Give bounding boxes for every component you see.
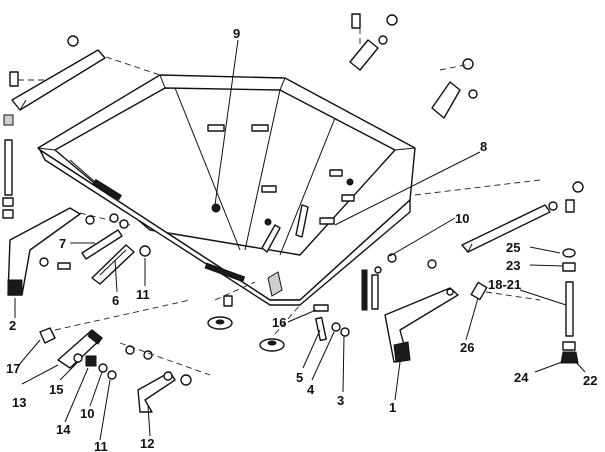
label-10-right: 10 — [455, 211, 469, 226]
hopper-body — [37, 74, 416, 306]
label-1: 1 — [389, 400, 396, 415]
label-18-21: 18-21 — [488, 277, 521, 292]
label-9: 9 — [233, 26, 240, 41]
hopper-bolts — [207, 124, 355, 226]
label-13: 13 — [12, 395, 26, 410]
label-7: 7 — [59, 236, 66, 251]
left-angle-bracket — [9, 35, 161, 111]
label-3: 3 — [337, 393, 344, 408]
label-16: 16 — [272, 315, 286, 330]
shaft-pin — [470, 281, 541, 301]
left-spring-rod — [2, 114, 14, 219]
label-10-left: 10 — [80, 406, 94, 421]
inner-links — [261, 204, 309, 253]
link-bracket — [91, 244, 135, 285]
label-12: 12 — [140, 436, 154, 451]
label-15: 15 — [49, 382, 63, 397]
right-hinge-arm — [384, 287, 459, 363]
label-11-bottom: 11 — [94, 439, 108, 452]
label-8: 8 — [480, 139, 487, 154]
label-11-top: 11 — [136, 287, 150, 302]
upright-rods — [361, 253, 437, 311]
right-spring-rod — [560, 248, 579, 364]
leader-lines — [14, 39, 586, 441]
small-hardware-left — [39, 213, 151, 270]
slide-bar — [81, 229, 123, 260]
part-labels: 9 8 10 7 6 11 2 17 13 15 10 14 11 12 16 … — [6, 26, 597, 452]
label-4: 4 — [307, 382, 315, 397]
center-pads — [207, 281, 301, 352]
label-2: 2 — [9, 318, 16, 333]
label-14: 14 — [56, 422, 71, 437]
right-angle-bracket — [414, 179, 584, 253]
pin-set — [313, 304, 350, 342]
label-24: 24 — [514, 370, 529, 385]
label-17: 17 — [6, 361, 20, 376]
side-bracket — [431, 58, 478, 119]
bottom-left-block — [39, 299, 191, 380]
label-6: 6 — [112, 293, 119, 308]
label-5: 5 — [296, 370, 303, 385]
bottom-mid-block — [119, 342, 211, 413]
label-22: 22 — [583, 373, 597, 388]
label-25: 25 — [506, 240, 520, 255]
label-26: 26 — [460, 340, 474, 355]
top-bracket — [349, 13, 398, 71]
label-23: 23 — [506, 258, 520, 273]
